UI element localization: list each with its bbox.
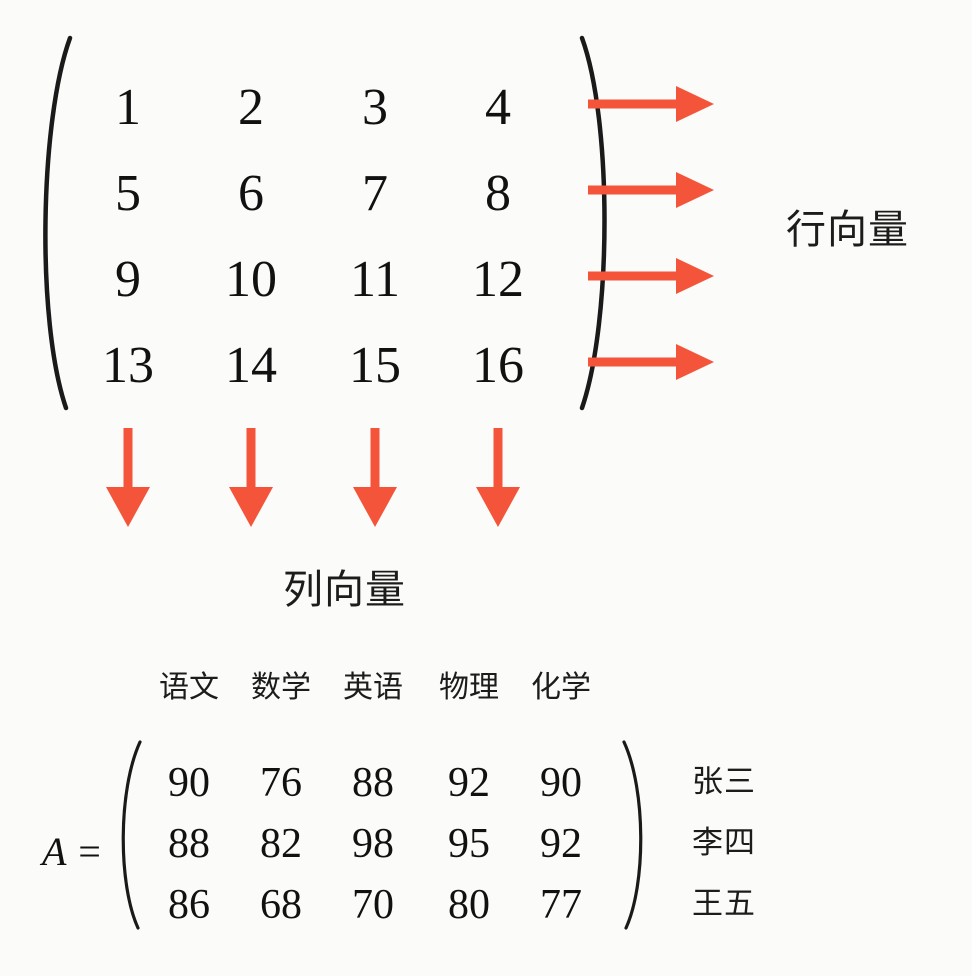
grade-cell-r2c1: 88 bbox=[168, 821, 210, 867]
column-vector-arrow-3 bbox=[353, 428, 397, 527]
top-cell-r4c1: 13 bbox=[102, 337, 154, 394]
column-vector-arrows bbox=[106, 428, 520, 527]
grade-cell-r1c3: 88 bbox=[352, 760, 394, 806]
grade-cell-r2c5: 92 bbox=[540, 821, 582, 867]
bottom-matrix-left-paren bbox=[121, 740, 142, 930]
top-cell-r2c3: 7 bbox=[362, 165, 388, 222]
grade-cell-r3c2: 68 bbox=[260, 882, 302, 928]
top-cell-r3c4: 12 bbox=[472, 251, 524, 308]
grade-cell-r2c3: 98 bbox=[352, 821, 394, 867]
column-vector-arrow-4 bbox=[476, 428, 520, 527]
grade-cell-r1c4: 92 bbox=[448, 760, 490, 806]
column-vector-label: 列向量 bbox=[283, 567, 406, 613]
top-cell-r1c4: 4 bbox=[485, 79, 511, 136]
grade-cell-r3c3: 70 bbox=[352, 882, 394, 928]
top-cell-r4c2: 14 bbox=[225, 337, 277, 394]
row-vector-arrows bbox=[588, 86, 714, 380]
column-header-english: 英语 bbox=[343, 670, 403, 705]
grade-cell-r2c4: 95 bbox=[448, 821, 490, 867]
grade-cell-r1c2: 76 bbox=[260, 760, 302, 806]
grade-cell-r1c1: 90 bbox=[168, 760, 210, 806]
grade-cell-r2c2: 82 bbox=[260, 821, 302, 867]
bottom-matrix-right-paren bbox=[622, 740, 643, 930]
row-vector-arrow-3 bbox=[588, 258, 714, 294]
grade-cell-r3c4: 80 bbox=[448, 882, 490, 928]
top-cell-r2c1: 5 bbox=[115, 165, 141, 222]
top-matrix-right-paren bbox=[579, 35, 607, 411]
row-vector-label: 行向量 bbox=[786, 207, 909, 253]
column-header-chinese: 语文 bbox=[159, 670, 219, 705]
column-vector-arrow-2 bbox=[229, 428, 273, 527]
student-row-label-3: 王五 bbox=[692, 886, 756, 922]
top-cell-r2c2: 6 bbox=[238, 165, 264, 222]
column-header-physics: 物理 bbox=[439, 670, 499, 705]
grade-cell-r3c5: 77 bbox=[540, 882, 582, 928]
column-vector-arrow-1 bbox=[106, 428, 150, 527]
student-row-label-1: 张三 bbox=[692, 764, 756, 800]
matrix-a-equation-label: A = bbox=[42, 829, 103, 874]
top-cell-r1c3: 3 bbox=[362, 79, 388, 136]
grade-cell-r1c5: 90 bbox=[540, 760, 582, 806]
column-header-math: 数学 bbox=[251, 670, 311, 705]
top-matrix-left-paren bbox=[43, 35, 73, 411]
top-cell-r3c3: 11 bbox=[349, 251, 401, 308]
grade-cell-r3c1: 86 bbox=[168, 882, 210, 928]
row-vector-arrow-4 bbox=[588, 344, 714, 380]
top-cell-r2c4: 8 bbox=[485, 165, 511, 222]
student-row-label-2: 李四 bbox=[692, 825, 756, 861]
row-vector-arrow-1 bbox=[588, 86, 714, 122]
top-cell-r3c2: 10 bbox=[225, 251, 277, 308]
top-cell-r4c3: 15 bbox=[349, 337, 401, 394]
row-vector-arrow-2 bbox=[588, 172, 714, 208]
top-cell-r1c1: 1 bbox=[115, 79, 141, 136]
top-cell-r4c4: 16 bbox=[472, 337, 524, 394]
column-header-chemistry: 化学 bbox=[531, 670, 591, 705]
top-cell-r3c1: 9 bbox=[115, 251, 141, 308]
top-cell-r1c2: 2 bbox=[238, 79, 264, 136]
